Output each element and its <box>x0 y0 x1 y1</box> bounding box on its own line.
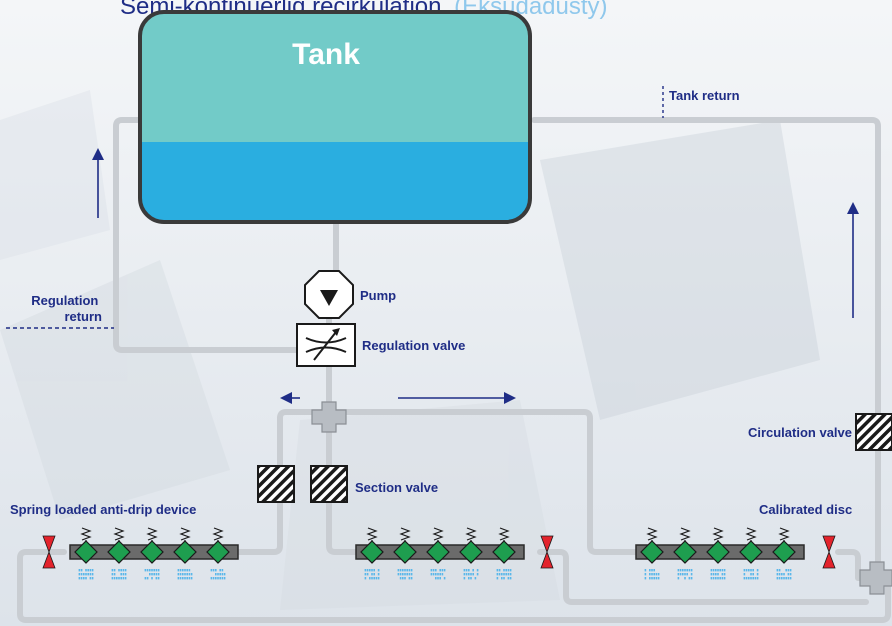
spray-icon <box>398 569 413 579</box>
regulation-valve-icon <box>297 324 355 366</box>
anti-drip-label: Spring loaded anti-drip device <box>10 502 196 517</box>
tank: Tank <box>140 12 530 222</box>
section-valve-left-icon <box>258 466 294 502</box>
spray-icon <box>79 569 94 579</box>
pump-icon <box>305 271 353 318</box>
tank-label: Tank <box>292 38 360 71</box>
spray-icon <box>711 569 726 579</box>
calibrated-disc-label: Calibrated disc <box>759 502 852 517</box>
tank-return-label: Tank return <box>669 88 740 103</box>
pump-label: Pump <box>360 288 396 303</box>
regulation-return-line2: return <box>64 309 102 324</box>
section-valve-icon <box>311 466 347 502</box>
regulation-return-line1: Regulation <box>31 293 98 308</box>
section-valve-label: Section valve <box>355 480 438 495</box>
spray-icon <box>178 569 193 579</box>
circulation-valve-icon <box>856 414 892 450</box>
regulation-valve-label: Regulation valve <box>362 338 465 353</box>
circulation-valve-label: Circulation valve <box>748 425 852 440</box>
